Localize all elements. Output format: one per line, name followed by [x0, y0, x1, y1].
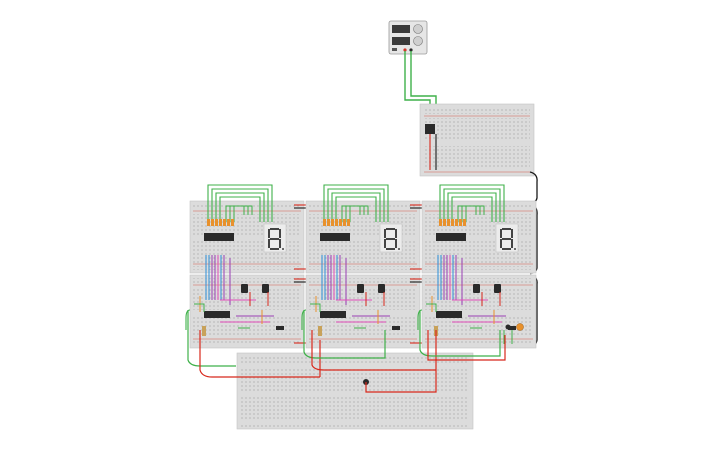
main-breadboards: [185, 184, 537, 349]
flipflop-chip[interactable]: [241, 284, 248, 293]
flipflop-chip[interactable]: [378, 284, 385, 293]
counter-stage-2: [301, 184, 426, 349]
decoder-chip[interactable]: [320, 233, 350, 241]
counter-chip[interactable]: [436, 311, 462, 318]
breadboard-bottom: [236, 352, 474, 430]
power-supply[interactable]: [388, 20, 428, 55]
clock-chip-icon[interactable]: [505, 324, 511, 330]
transistor[interactable]: [276, 326, 284, 330]
current-display: [392, 37, 410, 45]
breadboard-regulator: [419, 103, 535, 177]
decoder-chip[interactable]: [436, 233, 466, 241]
counter-stage-3: [417, 184, 537, 349]
bottom-loop-wires: [187, 310, 506, 393]
flipflop-chip[interactable]: [262, 284, 269, 293]
seven-segment-display[interactable]: [379, 223, 403, 253]
resistor-bank[interactable]: [207, 219, 234, 226]
transistor[interactable]: [508, 326, 516, 330]
transistor[interactable]: [392, 326, 400, 330]
negative-terminal-icon[interactable]: [409, 48, 413, 52]
counter-chip[interactable]: [204, 311, 230, 318]
capacitor[interactable]: [202, 326, 206, 336]
capacitor[interactable]: [318, 326, 322, 336]
flipflop-chip[interactable]: [494, 284, 501, 293]
seven-segment-display[interactable]: [495, 223, 519, 253]
voltage-regulator-chip[interactable]: [425, 124, 435, 134]
seven-segment-display[interactable]: [263, 223, 287, 253]
power-switch[interactable]: [392, 48, 397, 51]
voltage-knob-icon[interactable]: [413, 24, 423, 34]
flipflop-chip[interactable]: [357, 284, 364, 293]
counter-chip[interactable]: [320, 311, 346, 318]
resistor-bank[interactable]: [323, 219, 350, 226]
flipflop-chip[interactable]: [473, 284, 480, 293]
positive-terminal-icon[interactable]: [403, 48, 407, 52]
current-knob-icon[interactable]: [413, 36, 423, 46]
potentiometer-icon[interactable]: [516, 323, 524, 331]
decoder-chip[interactable]: [204, 233, 234, 241]
resistor-bank[interactable]: [439, 219, 466, 226]
voltage-display: [392, 25, 410, 33]
counter-stage-1: [185, 184, 310, 349]
